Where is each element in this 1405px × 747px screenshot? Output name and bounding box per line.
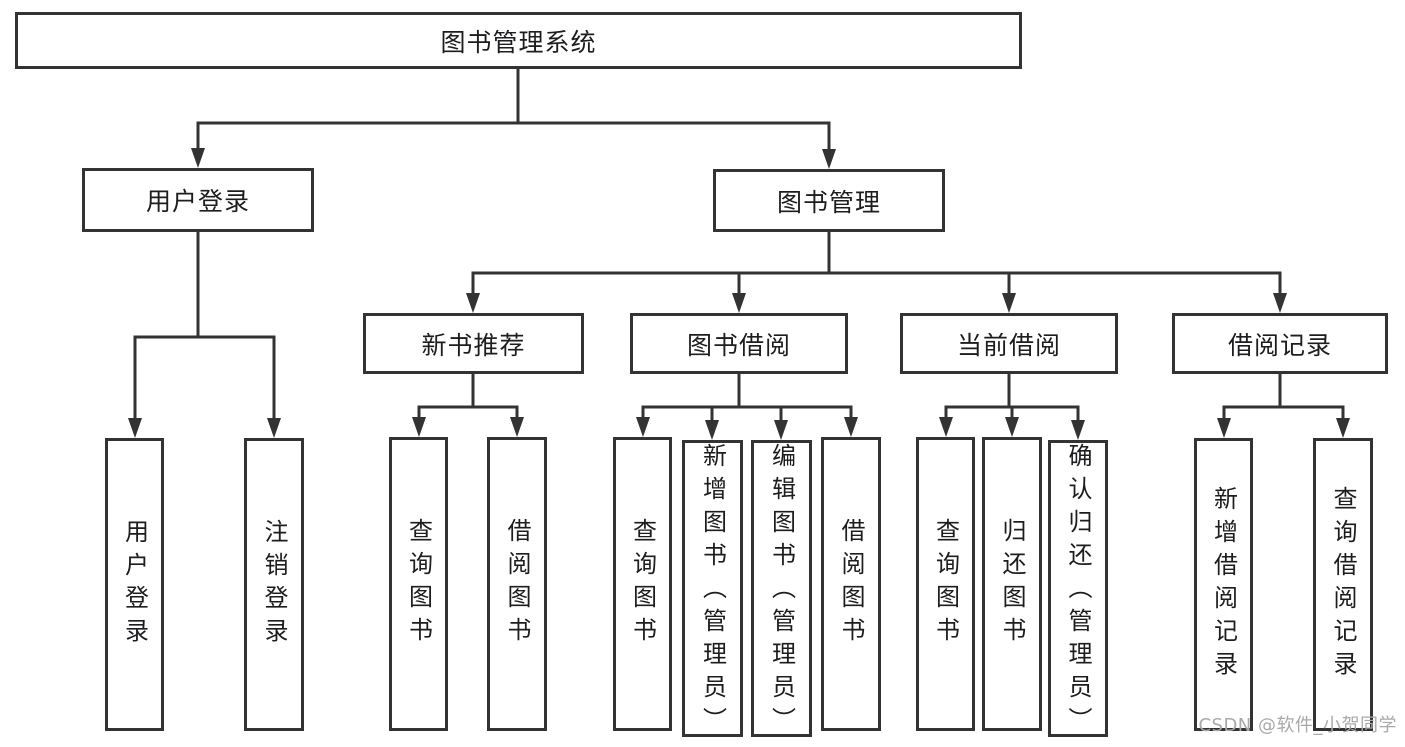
node-user-login: 用户登录 (82, 168, 314, 232)
leaf-query-books-current: 查询图书 (916, 437, 975, 731)
leaf-return-book: 归还图书 (982, 437, 1042, 731)
node-book-management: 图书管理 (713, 169, 945, 232)
leaf-borrow-books: 借阅图书 (821, 437, 881, 731)
leaf-logout: 注销登录 (244, 438, 304, 731)
csdn-watermark: CSDN @软件_小贺同学 (1198, 715, 1397, 736)
node-book-borrow: 图书借阅 (630, 313, 848, 374)
leaf-user-login: 用户登录 (105, 438, 164, 731)
node-new-book-recommend: 新书推荐 (363, 313, 584, 374)
connector-book-borrow-branch (636, 374, 858, 440)
connector-root-to-level2 (191, 69, 836, 169)
leaf-query-books-borrow: 查询图书 (613, 437, 672, 731)
connector-book-management-branch (466, 232, 1287, 313)
leaf-query-borrow-record: 查询借阅记录 (1313, 438, 1373, 731)
connector-new-book-branch (412, 374, 524, 437)
leaf-add-book-admin: 新增图书（管理员） (682, 440, 743, 740)
leaf-add-borrow-record: 新增借阅记录 (1194, 438, 1253, 731)
connector-current-borrow-branch (939, 374, 1085, 440)
leaf-confirm-return-admin: 确认归还（管理员） (1048, 440, 1108, 740)
node-root-system: 图书管理系统 (15, 12, 1022, 69)
connector-user-login-branch (128, 232, 281, 438)
node-borrow-records: 借阅记录 (1172, 313, 1388, 374)
connector-borrow-records-branch (1217, 374, 1350, 438)
node-current-borrow: 当前借阅 (900, 313, 1118, 374)
leaf-query-books-recommend: 查询图书 (389, 437, 448, 731)
leaf-borrow-books-recommend: 借阅图书 (487, 437, 547, 731)
leaf-edit-book-admin: 编辑图书（管理员） (751, 440, 812, 740)
